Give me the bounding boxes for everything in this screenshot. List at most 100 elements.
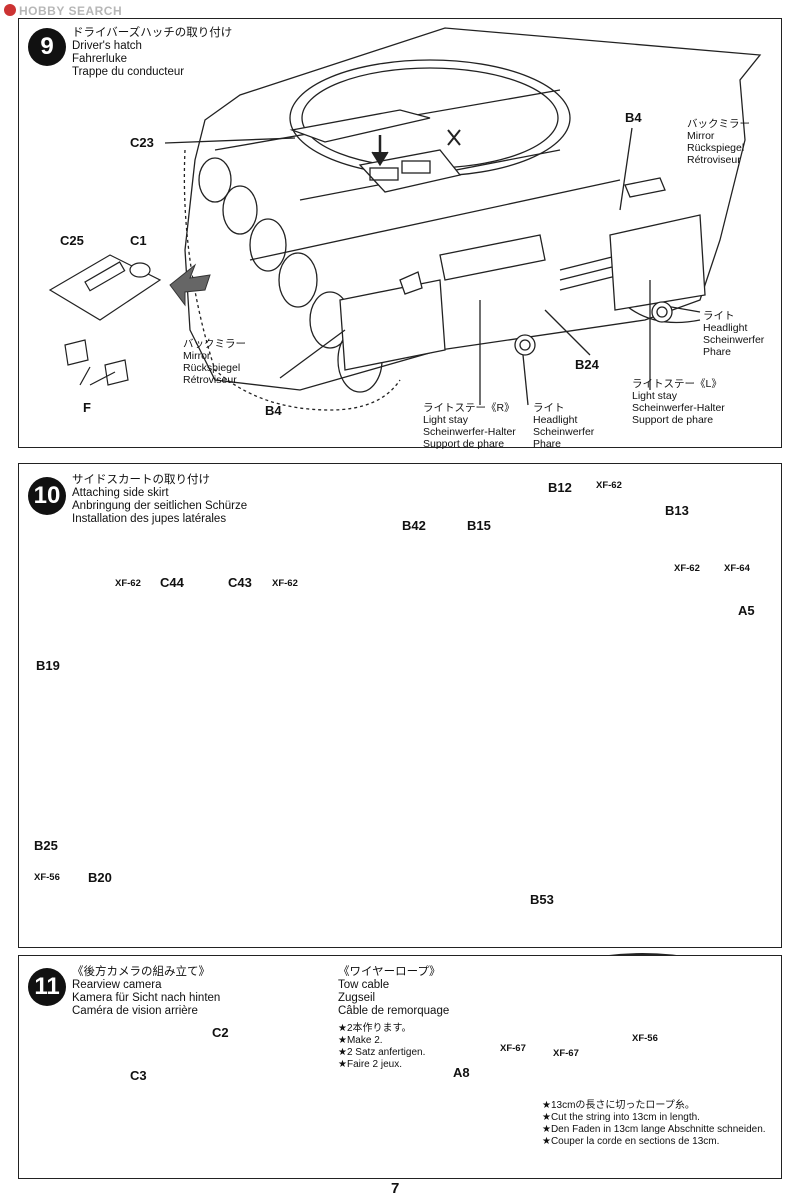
lightstay-l-de: Scheinwerfer-Halter xyxy=(632,402,725,414)
step11-title-en: Rearview camera xyxy=(72,979,162,991)
step9-title-en: Driver's hatch xyxy=(72,40,142,52)
lightstay-l-jp: ライトステー《L》 xyxy=(632,378,722,390)
step10-number-badge: 10 xyxy=(28,477,66,515)
mirror-right-en: Mirror xyxy=(687,130,715,142)
paint-xf64: XF-64 xyxy=(724,563,750,574)
tow-title-de: Zugseil xyxy=(338,992,376,1004)
step9-hull-drawing xyxy=(164,27,762,411)
lightstay-r-en: Light stay xyxy=(423,414,468,426)
mirror-left-fr: Rétroviseur xyxy=(183,374,237,386)
mirror-left-de: Rückspiegel xyxy=(183,362,241,374)
cut-note: ★13cmの長さに切ったロープ糸。 ★Cut the string into 1… xyxy=(542,1100,766,1148)
tow-title-en: Tow cable xyxy=(338,979,390,991)
label-c3: C3 xyxy=(130,1068,147,1083)
make2-note: ★2本作ります。 ★Make 2. ★2 Satz anfertigen. ★F… xyxy=(338,1023,425,1071)
step9-title-fr: Trappe du conducteur xyxy=(72,66,185,78)
make2-fr: ★Faire 2 jeux. xyxy=(338,1059,402,1070)
step9-title-jp: ドライバーズハッチの取り付け xyxy=(72,27,233,39)
page-number: 7 xyxy=(391,1180,400,1197)
headlight-left-jp: ライト xyxy=(533,402,565,414)
label-b20: B20 xyxy=(88,870,112,885)
headlight-left-de: Scheinwerfer xyxy=(533,426,595,438)
cut-note-fr: ★Couper la corde en sections de 13cm. xyxy=(542,1136,720,1147)
tow-cable-title: 《ワイヤーロープ》 Tow cable Zugseil Câble de rem… xyxy=(338,966,449,1018)
headlight-right-jp: ライト xyxy=(703,310,735,322)
step10-title-de: Anbringung der seitlichen Schürze xyxy=(72,500,248,512)
hobbysearch-logo-icon xyxy=(4,4,16,16)
mirror-right-jp: バックミラー xyxy=(687,118,750,130)
mirror-right-label: バックミラー Mirror Rückspiegel Rétroviseur xyxy=(687,118,750,166)
label-b4-top: B4 xyxy=(625,110,642,125)
step11-number: 11 xyxy=(34,973,60,1000)
make2-en: ★Make 2. xyxy=(338,1035,383,1046)
mirror-left-jp: バックミラー xyxy=(183,338,246,350)
paint-xf62-mid: XF-62 xyxy=(674,563,700,574)
step11-panel xyxy=(18,955,782,1179)
step9-x-mark xyxy=(447,129,461,146)
headlight-left-fr: Phare xyxy=(533,438,562,450)
label-b42: B42 xyxy=(402,518,426,533)
label-c25: C25 xyxy=(60,233,84,248)
label-c43: C43 xyxy=(228,575,252,590)
label-c1: C1 xyxy=(130,233,147,248)
lightstay-r-fr: Support de phare xyxy=(423,438,505,450)
step9-c25-part xyxy=(48,254,162,386)
tow-title-fr: Câble de remorquage xyxy=(338,1005,450,1017)
step11-title-fr: Caméra de vision arrière xyxy=(72,1005,198,1017)
label-f: F xyxy=(83,400,91,415)
mirror-left-en: Mirror xyxy=(183,350,211,362)
label-c23: C23 xyxy=(130,135,154,150)
make2-jp: ★2本作ります。 xyxy=(338,1023,412,1034)
label-b19: B19 xyxy=(36,658,60,673)
step9-title: ドライバーズハッチの取り付け Driver's hatch Fahrerluke… xyxy=(72,27,232,79)
label-b25: B25 xyxy=(34,838,58,853)
paint-xf56-step10: XF-56 xyxy=(34,872,60,883)
label-b4-bottom: B4 xyxy=(265,403,282,418)
label-a8: A8 xyxy=(453,1065,470,1080)
headlight-right-de: Scheinwerfer xyxy=(703,334,765,346)
lightstay-r-de: Scheinwerfer-Halter xyxy=(423,426,516,438)
lightstay-l-label: ライトステー《L》 Light stay Scheinwerfer-Halter… xyxy=(632,378,725,426)
make2-de: ★2 Satz anfertigen. xyxy=(338,1047,426,1058)
label-b13: B13 xyxy=(665,503,689,518)
paint-xf67-top: XF-67 xyxy=(500,1043,526,1054)
cut-note-de: ★Den Faden in 13cm lange Abschnitte schn… xyxy=(542,1124,766,1135)
step9-number: 9 xyxy=(40,33,54,60)
step10-title-fr: Installation des jupes latérales xyxy=(72,513,227,525)
tow-title-jp: 《ワイヤーロープ》 xyxy=(338,966,441,978)
label-b24: B24 xyxy=(575,357,599,372)
paint-xf67-bottom: XF-67 xyxy=(553,1048,579,1059)
mirror-left-label: バックミラー Mirror Rückspiegel Rétroviseur xyxy=(183,338,246,386)
label-b15: B15 xyxy=(467,518,491,533)
label-c44: C44 xyxy=(160,575,184,590)
watermark: HOBBY SEARCH xyxy=(4,4,122,18)
lightstay-l-en: Light stay xyxy=(632,390,677,402)
step11-title: 《後方カメラの組み立て》 Rearview camera Kamera für … xyxy=(72,966,220,1018)
step11-number-badge: 11 xyxy=(28,968,66,1006)
step9-title-de: Fahrerluke xyxy=(72,53,127,65)
step10-title: サイドスカートの取り付け Attaching side skirt Anbrin… xyxy=(72,474,247,526)
headlight-right-label: ライト Headlight Scheinwerfer Phare xyxy=(703,310,764,358)
mirror-right-fr: Rétroviseur xyxy=(687,154,741,166)
cut-note-jp: ★13cmの長さに切ったロープ糸。 xyxy=(542,1100,695,1111)
step11-title-de: Kamera für Sicht nach hinten xyxy=(72,992,221,1004)
cut-note-en: ★Cut the string into 13cm in length. xyxy=(542,1112,700,1123)
step9-big-arrow xyxy=(169,263,211,307)
lightstay-r-jp: ライトステー《R》 xyxy=(423,402,515,414)
label-b53: B53 xyxy=(530,892,554,907)
label-a5: A5 xyxy=(738,603,755,618)
label-b12: B12 xyxy=(548,480,572,495)
headlight-right-fr: Phare xyxy=(703,346,732,358)
step11-title-jp: 《後方カメラの組み立て》 xyxy=(72,966,210,978)
step10-number: 10 xyxy=(33,482,61,509)
headlight-left-en: Headlight xyxy=(533,414,578,426)
lightstay-l-fr: Support de phare xyxy=(632,414,714,426)
paint-xf56-step11: XF-56 xyxy=(632,1033,658,1044)
lightstay-r-label: ライトステー《R》 Light stay Scheinwerfer-Halter… xyxy=(423,402,516,450)
paint-xf62-c43: XF-62 xyxy=(272,578,298,589)
step10-title-jp: サイドスカートの取り付け xyxy=(72,474,210,486)
step9-number-badge: 9 xyxy=(28,28,66,66)
headlight-left-label: ライト Headlight Scheinwerfer Phare xyxy=(533,402,594,450)
label-c2: C2 xyxy=(212,1025,229,1040)
paint-xf62-top: XF-62 xyxy=(596,480,622,491)
